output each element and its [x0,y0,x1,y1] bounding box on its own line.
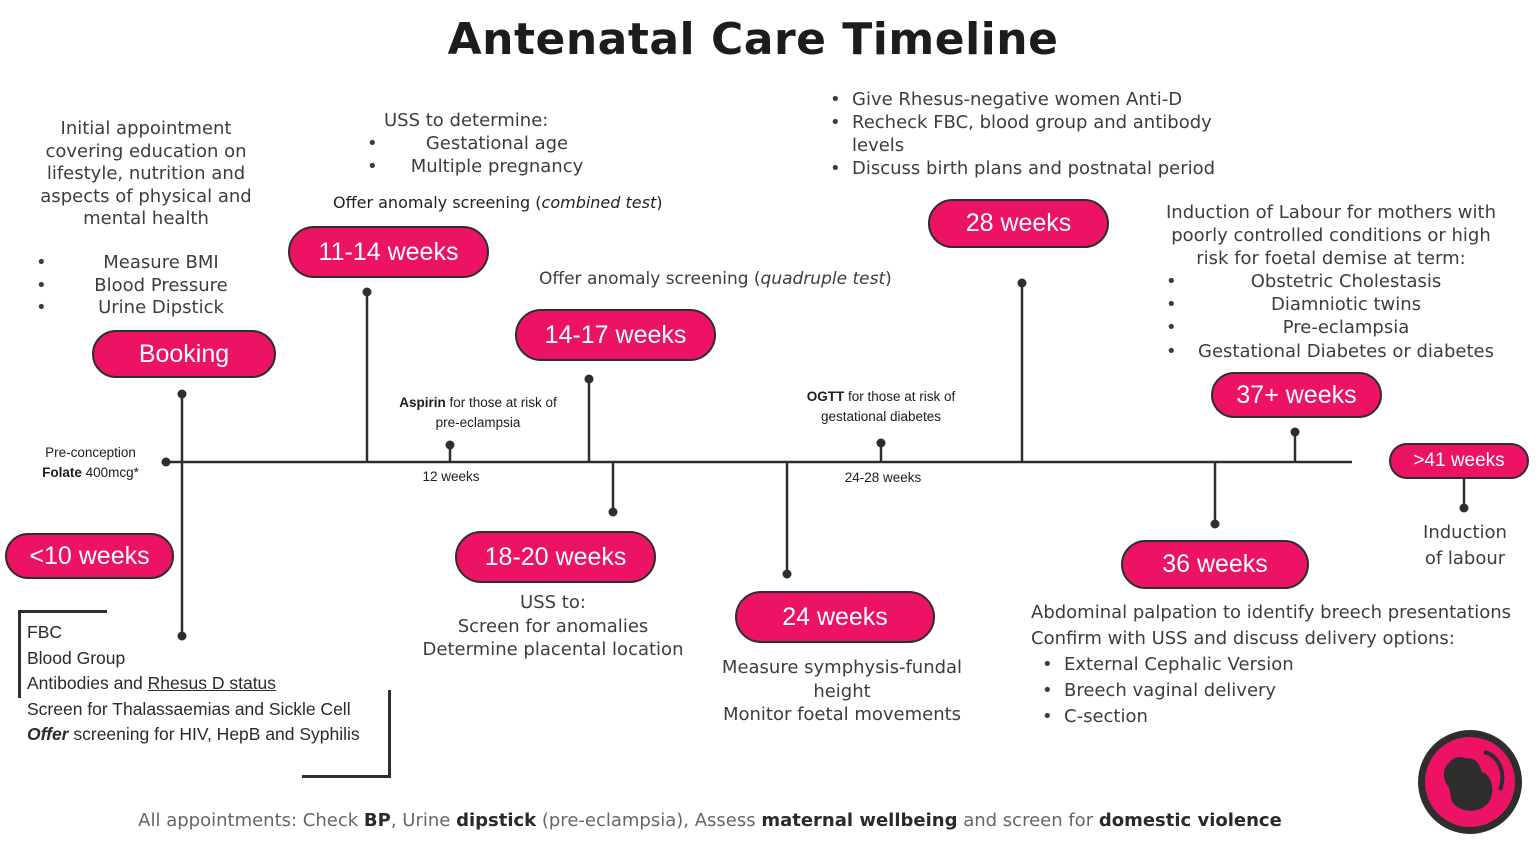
list-item: •Pre-eclampsia [1166,317,1410,339]
bullet-icon: • [1042,654,1053,675]
bullet-icon: • [1042,680,1053,701]
under10-details: FBC Blood Group Antibodies and Rhesus D … [27,620,397,748]
under10-bracket-bottom [302,690,391,778]
list-item: •Discuss birth plans and postnatal perio… [830,158,1216,179]
list-item: •Urine Dipstick [36,297,224,318]
w28-list: •Give Rhesus-negative women Anti-D •Rech… [830,88,1230,180]
bullet-icon: • [830,158,841,179]
preconception-dot [161,457,171,467]
w11-list: •Gestational age •Multiple pregnancy [367,132,597,178]
list-item: •Multiple pregnancy [367,156,584,177]
list-item: Blood Group [27,647,126,668]
aspirin-label: Aspirin for those at risk of pre-eclamps… [399,395,557,430]
booking-pill: Booking [92,330,276,378]
bullet-icon: • [1042,706,1053,727]
w14-dot [584,374,594,384]
w11-intro: USS to determine: [384,110,549,131]
list-item: •Give Rhesus-negative women Anti-D [830,89,1183,110]
bullet-icon: • [367,156,378,177]
list-item: FBC [27,622,62,642]
w11-14-pill: 11-14 weeks [288,226,489,278]
booking-intro: Initial appointment covering education o… [40,118,252,229]
bullet-icon: • [830,89,841,110]
list-item: •Breech vaginal delivery [1042,678,1362,704]
w18-note: USS to: Screen for anomalies Determine p… [422,592,684,660]
w37-intro: Induction of Labour for mothers with poo… [1166,202,1496,269]
ogtt-dot [876,438,886,448]
list-item: •C-section [1042,704,1362,730]
bullet-icon: • [1166,271,1177,292]
w41-dot [1459,503,1469,513]
w24-dot [782,569,792,579]
w36-note: Abdominal palpation to identify breech p… [1031,602,1512,649]
footer-note: All appointments: Check BP, Urine dipsti… [138,810,1282,831]
w14-offer: Offer anomaly screening (quadruple test) [539,269,892,289]
list-item: •Obstetric Cholestasis [1166,271,1442,292]
under10-dot [177,631,187,641]
w37-pill: 37+ weeks [1211,372,1382,418]
bullet-icon: • [367,133,378,154]
list-item: •Blood Pressure [36,274,228,296]
w28-dot [1017,278,1027,288]
w11-dot [362,287,372,297]
list-item: Offer screening for HIV, HepB and Syphil… [27,724,360,744]
under10-bracket-top [18,610,107,698]
booking-dot [177,389,187,399]
tick-12-weeks: 12 weeks [422,469,480,484]
list-item: Antibodies and Rhesus D status [27,673,277,693]
list-item: •External Cephalic Version [1042,652,1362,678]
w18-20-pill: 18-20 weeks [455,531,656,583]
w41-pill: >41 weeks [1389,443,1529,479]
list-item: •Recheck FBC, blood group and antibody l… [830,112,1212,156]
aspirin-dot [445,440,455,450]
bullet-icon: • [1166,340,1177,362]
list-item: •Gestational Diabetes or diabetes [1166,340,1494,362]
bullet-icon: • [36,274,47,296]
fetus-icon [1418,730,1522,834]
w41-note: Induction of labour [1423,522,1507,569]
w36-pill: 36 weeks [1121,540,1309,589]
bullet-icon: • [1166,294,1177,316]
bullet-icon: • [1166,317,1177,339]
w18-dot [608,507,618,517]
list-item: Screen for Thalassaemias and Sickle Cell [27,698,351,719]
list-item: •Diamniotic twins [1166,294,1422,316]
list-item: •Measure BMI [36,252,219,273]
ogtt-label: OGTT for those at risk of gestational di… [806,389,956,424]
under10-pill: <10 weeks [5,533,174,579]
page-title: Antenatal Care Timeline [447,14,1059,65]
preconception-label: Pre-conception Folate 400mcg* [42,445,139,480]
bullet-icon: • [36,297,47,318]
w14-17-pill: 14-17 weeks [515,309,716,361]
list-item: •Gestational age [367,133,569,154]
tick-24-28-weeks: 24-28 weeks [844,470,922,485]
w37-dot [1290,427,1300,437]
w36-list: •External Cephalic Version •Breech vagin… [1042,652,1362,730]
w37-list: •Obstetric Cholestasis •Diamniotic twins… [1166,270,1496,363]
w36-dot [1210,519,1220,529]
bullet-icon: • [36,252,47,273]
w11-offer: Offer anomaly screening (combined test) [333,193,663,212]
booking-list: •Measure BMI •Blood Pressure •Urine Dips… [36,252,256,320]
w24-note: Measure symphysis-fundal height Monitor … [721,657,963,725]
w24-pill: 24 weeks [735,591,935,643]
bullet-icon: • [830,112,841,133]
w28-pill: 28 weeks [928,199,1109,248]
